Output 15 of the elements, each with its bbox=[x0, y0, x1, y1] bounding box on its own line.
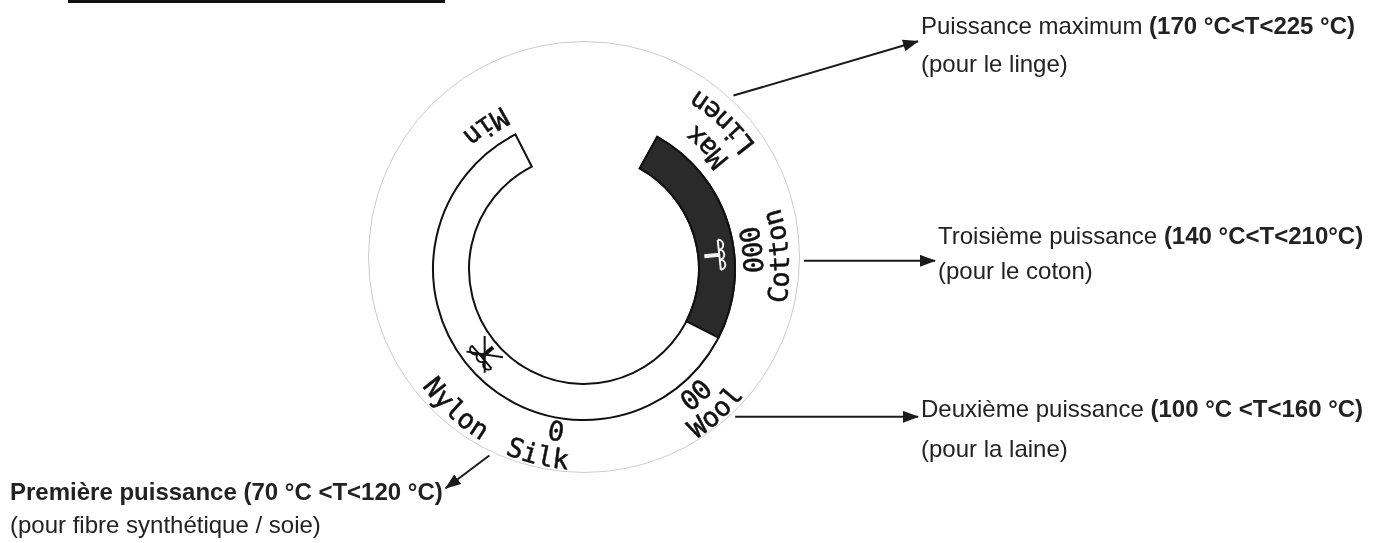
dial-label: 000 bbox=[732, 223, 769, 274]
arrow bbox=[444, 454, 491, 490]
arrow bbox=[802, 254, 936, 267]
power-level-text: Deuxième puissance (100 °C <T<160 °C) bbox=[921, 394, 1364, 424]
arrow bbox=[732, 39, 919, 97]
power-level-text: Première puissance (70 °C <T<120 °C) bbox=[10, 477, 443, 507]
dial-label: Min bbox=[457, 100, 514, 153]
arrow bbox=[734, 410, 919, 423]
power-level-text: Puissance maximum (170 °C<T<225 °C) bbox=[921, 11, 1356, 41]
dial bbox=[368, 41, 800, 473]
fabric-text: (pour la laine) bbox=[921, 434, 1069, 464]
fabric-text: (pour fibre synthétique / soie) bbox=[10, 510, 322, 540]
fabric-text: (pour le coton) bbox=[938, 256, 1094, 286]
fabric-text: (pour le linge) bbox=[921, 49, 1069, 79]
power-level-text: Troisième puissance (140 °C<T<210°C) bbox=[938, 221, 1364, 251]
